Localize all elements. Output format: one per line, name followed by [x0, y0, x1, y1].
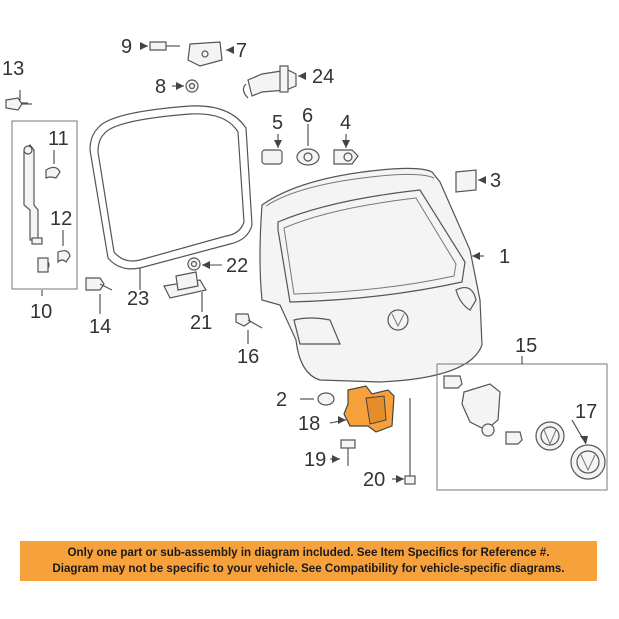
callout-3: 3 — [490, 170, 501, 192]
callout-6: 6 — [302, 105, 313, 127]
washer-connector — [242, 65, 297, 99]
weatherstrip-seal — [89, 105, 253, 270]
liftgate-panel — [259, 167, 483, 383]
callout-18: 18 — [298, 413, 320, 435]
clip-13 — [5, 97, 32, 111]
callout-8: 8 — [155, 76, 166, 98]
callout-7: 7 — [236, 40, 247, 62]
callout-20: 20 — [363, 469, 385, 491]
emblem-handle-box — [436, 363, 608, 491]
notice-line-2: Diagram may not be specific to your vehi… — [52, 562, 565, 575]
hinge-assembly — [149, 41, 223, 93]
callout-24: 24 — [312, 66, 334, 88]
callout-2: 2 — [276, 389, 287, 411]
callout-10: 10 — [30, 301, 52, 323]
hinge-bracket — [163, 257, 207, 299]
notice-line-1: Only one part or sub-assembly in diagram… — [67, 546, 550, 559]
callout-22: 22 — [226, 255, 248, 277]
stops-and-buffers — [261, 148, 477, 193]
callout-1: 1 — [499, 246, 510, 268]
callout-4: 4 — [340, 112, 351, 134]
callout-9: 9 — [121, 36, 132, 58]
strut-assembly-box — [11, 120, 78, 290]
latch-assembly — [317, 385, 416, 485]
callout-14: 14 — [89, 316, 111, 338]
callout-5: 5 — [272, 112, 283, 134]
callout-16: 16 — [237, 346, 259, 368]
callout-17: 17 — [575, 401, 597, 423]
callout-11: 11 — [48, 128, 69, 150]
bolts-left — [85, 277, 263, 329]
callout-12: 12 — [50, 208, 72, 230]
notice-banner: Only one part or sub-assembly in diagram… — [20, 541, 597, 581]
callout-23: 23 — [127, 288, 149, 310]
callout-15: 15 — [515, 335, 537, 357]
arrowheads — [140, 42, 588, 483]
callout-19: 19 — [304, 449, 326, 471]
callout-21: 21 — [190, 312, 212, 334]
callout-13: 13 — [2, 58, 24, 80]
callout-numbers: 1 2 3 4 5 6 7 8 9 10 11 12 13 14 15 16 1… — [2, 36, 597, 491]
